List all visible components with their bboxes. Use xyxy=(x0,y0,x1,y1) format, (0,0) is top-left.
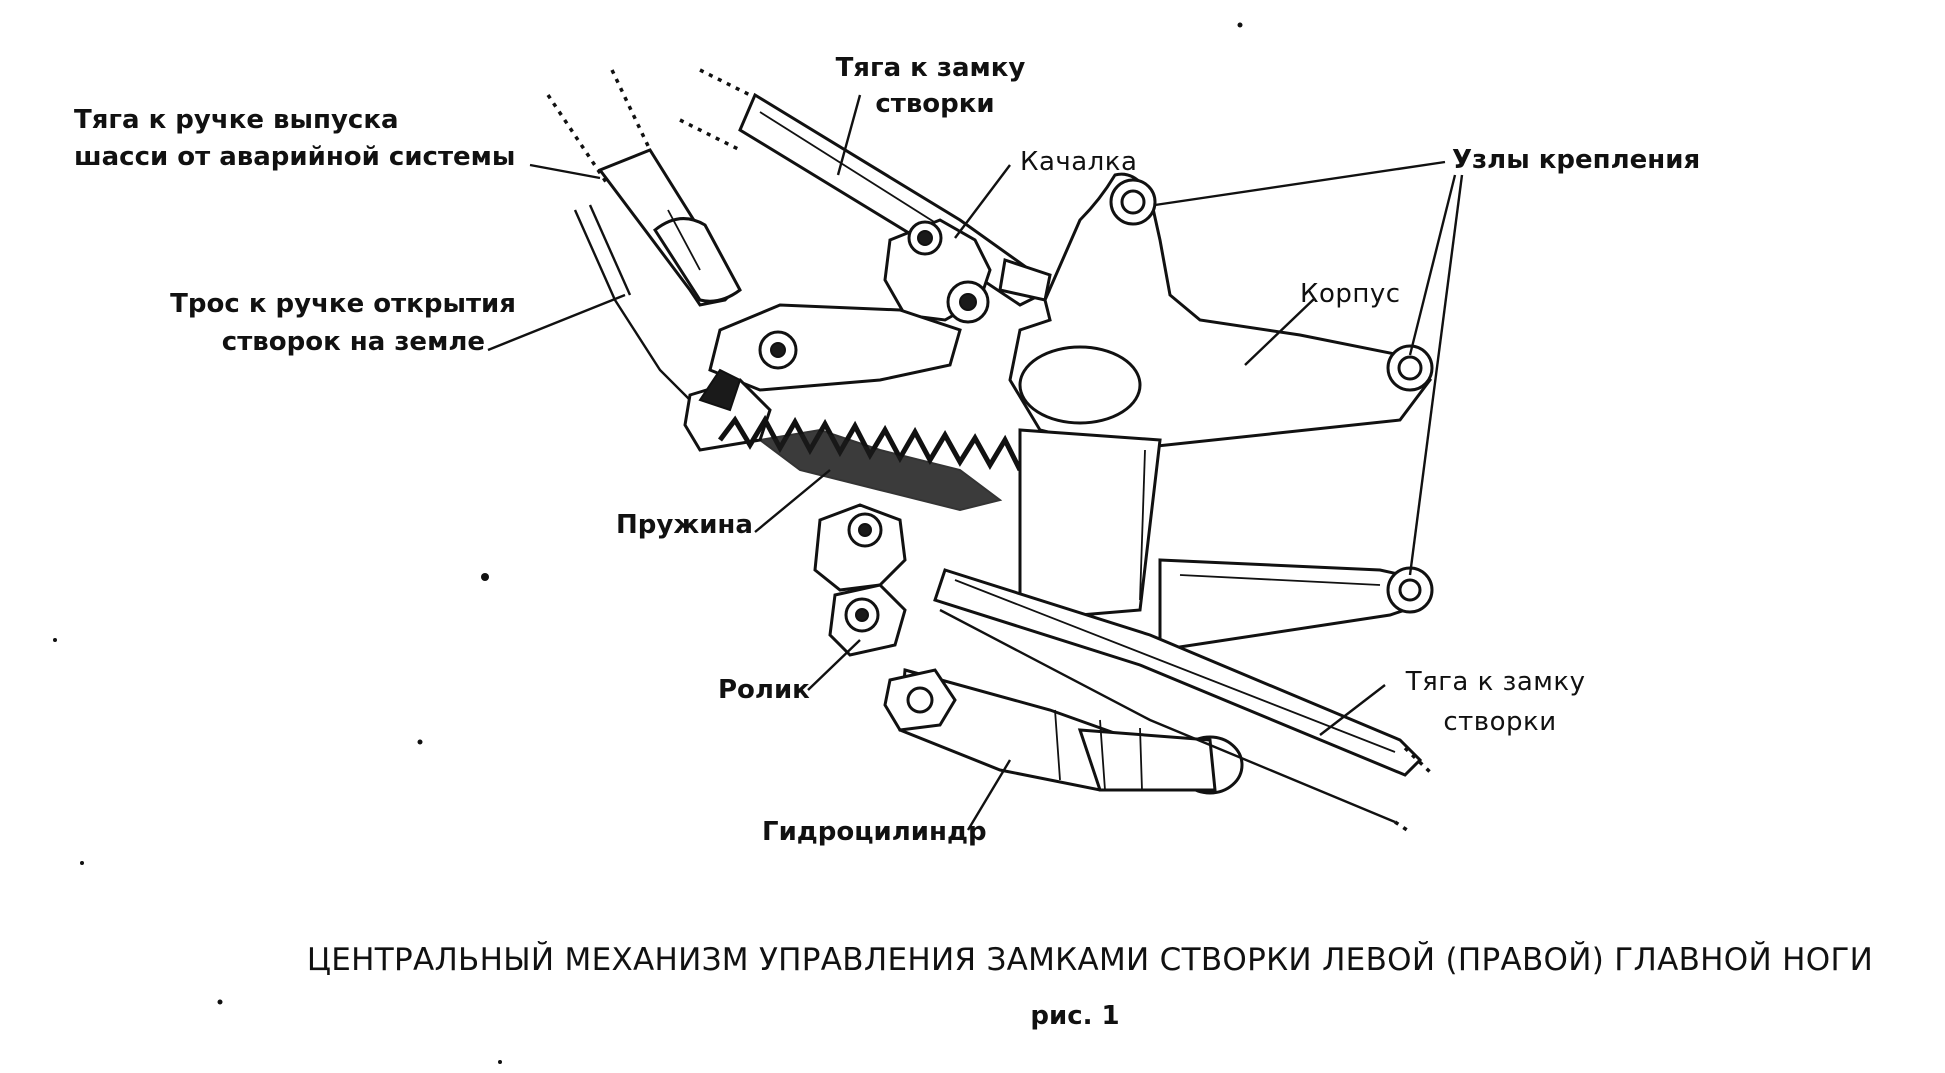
label-housing: Корпус xyxy=(1300,279,1401,309)
leader-mount-top xyxy=(1154,160,1446,207)
label-ground-cable: Трос к ручке открытия створок на земле xyxy=(170,289,525,357)
label-emergency-release-line1: Тяга к ручке выпуска xyxy=(74,105,399,135)
ground-handle-cable xyxy=(573,209,701,411)
scan-speck xyxy=(481,573,489,581)
clevis-upper xyxy=(813,503,907,592)
figure-caption: ЦЕНТРАЛЬНЫЙ МЕХАНИЗМ УПРАВЛЕНИЯ ЗАМКАМИ … xyxy=(307,942,1873,978)
label-hydraulic-cylinder: Гидроцилиндр xyxy=(762,817,987,847)
label-emergency-release-rod: Тяга к ручке выпуска шасси от аварийной … xyxy=(74,105,515,172)
label-roller: Ролик xyxy=(718,675,810,705)
scan-speck xyxy=(417,739,423,745)
spring-shadow xyxy=(757,428,1003,512)
rod-dashed-extension xyxy=(699,68,761,102)
lower-strut xyxy=(1158,558,1427,652)
leader-housing xyxy=(1244,297,1316,366)
clevis-pin-center xyxy=(858,523,872,537)
leader-mount-bottom xyxy=(1408,174,1464,576)
rod-dashed-extension xyxy=(546,94,610,186)
rod-dashed-extension xyxy=(679,118,741,152)
rocker-bolt-center xyxy=(917,230,933,246)
linkage-arm xyxy=(708,303,962,392)
rocker-pivot-center xyxy=(959,293,977,311)
label-door-lock-top-line1: Тяга к замку xyxy=(836,53,1026,83)
housing-column xyxy=(1018,428,1162,622)
label-ground-cable-line1: Трос к ручке открытия xyxy=(170,289,516,319)
strut-edge xyxy=(1179,574,1381,586)
label-door-lock-bottom: Тяга к замку створки xyxy=(1405,667,1595,737)
leader-rocker xyxy=(954,164,1011,239)
scan-speck xyxy=(217,999,223,1005)
figure-number: рис. 1 xyxy=(1030,1001,1119,1031)
linkage-pin-center xyxy=(770,342,786,358)
leader-hydraulic xyxy=(966,759,1012,831)
label-emergency-release-line2: шасси от аварийной системы xyxy=(74,142,515,172)
rod-dashed-extension xyxy=(610,69,652,151)
leader-emergency-release xyxy=(529,163,601,180)
lever-block xyxy=(698,368,742,412)
roller-pin-center xyxy=(855,608,869,622)
label-door-lock-bottom-line2: створки xyxy=(1443,707,1556,737)
leader-ground-cable xyxy=(487,293,626,352)
scan-speck xyxy=(498,1060,502,1064)
label-rocker: Качалка xyxy=(1020,147,1137,177)
label-spring: Пружина xyxy=(616,510,753,540)
cylinder-barrel xyxy=(1077,728,1217,792)
mount-lug-top-hole xyxy=(1120,189,1146,215)
leader-door-lock-bottom xyxy=(1319,684,1386,736)
leader-spring xyxy=(754,469,831,533)
mechanism-illustration xyxy=(53,22,1434,1064)
rod-sleeve xyxy=(653,217,742,303)
mount-lug-right-hole xyxy=(1397,355,1423,381)
scan-speck xyxy=(1237,22,1243,28)
leader-door-lock-top xyxy=(836,94,862,176)
rod-highlight xyxy=(667,209,701,271)
leader-lines xyxy=(487,94,1464,831)
diagram-labels: Тяга к замку створки Тяга к ручке выпуск… xyxy=(74,53,1700,847)
column-edge xyxy=(1139,449,1146,601)
rod-highlight xyxy=(759,111,951,233)
cylinder-rings xyxy=(1054,709,1143,791)
housing-boss xyxy=(1018,345,1142,425)
label-ground-cable-line2: створок на земле xyxy=(222,327,485,357)
leader-mount-right xyxy=(1408,174,1457,356)
mount-lug-bottom-hole xyxy=(1398,578,1422,602)
scan-speck xyxy=(80,861,84,865)
label-door-lock-top: Тяга к замку створки xyxy=(836,53,1035,119)
rod-dashed-extension xyxy=(1394,820,1411,834)
label-door-lock-top-line2: створки xyxy=(875,89,994,119)
label-door-lock-bottom-line1: Тяга к замку xyxy=(1405,667,1586,697)
rod-highlight xyxy=(954,579,1396,753)
lower-rod-edge xyxy=(939,608,1396,824)
door-lock-rod-bottom xyxy=(933,568,1423,777)
scan-speck xyxy=(53,638,57,642)
cylinder-clevis-pin xyxy=(906,686,934,714)
leader-roller xyxy=(807,639,861,691)
ground-handle-cable-2 xyxy=(588,204,632,296)
label-mounting-points: Узлы крепления xyxy=(1452,145,1700,175)
